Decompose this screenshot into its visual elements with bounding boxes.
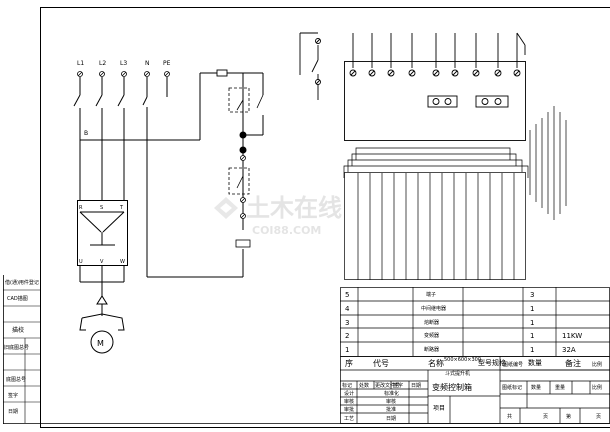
- title-drawing-title: 变频控制箱: [432, 382, 472, 392]
- bom-seq-1: 1: [345, 346, 349, 354]
- sign-label-approve: 审批: [344, 406, 354, 413]
- title-top-right-a: 图纸编号: [503, 361, 523, 368]
- control-contacts: [228, 87, 264, 248]
- watermark-cn: 土木在线: [246, 194, 342, 222]
- terminal-pe: PE: [163, 60, 171, 67]
- strip-label-check: 描校: [12, 326, 24, 334]
- bom-header: 序 代号 名称 型号规格 数量 备注: [345, 358, 581, 368]
- motor-symbol: [79, 282, 125, 354]
- bom-qty-3: 1: [530, 319, 534, 327]
- sign-right-standard: 标准化: [384, 390, 399, 397]
- strip-label-register: 借(通)用件登记: [5, 279, 39, 286]
- sign-right-approve: 批准: [386, 406, 396, 413]
- bom-seq-5: 5: [345, 291, 349, 299]
- change-col-count: 处数: [359, 382, 369, 389]
- bom-rows: 5 端子 3 4 中间继电器 1 3 熔断器 1 2 变频器 1 11KW 1 …: [345, 291, 582, 354]
- bom-header-qty: 数量: [528, 358, 542, 367]
- bom-qty-1: 1: [530, 346, 534, 354]
- power-terminals: L1 L2 L3 N PE: [77, 60, 171, 77]
- bom-note-2: 11KW: [562, 332, 582, 340]
- title-block-text: 500×600×300 斗式提升机 变频控制箱 项目 图纸编号 比例 图纸标记 …: [342, 357, 602, 422]
- title-sheet-count-3: 页: [596, 414, 601, 420]
- sign-right-date: 日期: [386, 416, 396, 422]
- title-sheet-info-1: 数量: [531, 384, 541, 391]
- vfd-u: U: [79, 259, 83, 265]
- bom-name-3: 熔断器: [424, 319, 439, 326]
- left-binding-strip: [3, 289, 40, 423]
- title-project: 斗式提升机: [445, 370, 470, 377]
- title-dimensions: 500×600×300: [444, 357, 481, 363]
- top-right-switch: [299, 32, 321, 100]
- title-sheet-count-1: 页: [543, 414, 548, 420]
- terminal-block-stack: [343, 106, 567, 280]
- strip-label-date: 日期: [8, 409, 18, 415]
- terminal-n: N: [145, 60, 150, 67]
- bom-header-code: 代号: [373, 358, 389, 368]
- fuse-symbol: [216, 69, 228, 77]
- bom-seq-2: 2: [345, 332, 349, 340]
- watermark-en: COI88.COM: [252, 224, 321, 237]
- strip-label-sign: 签字: [8, 392, 18, 399]
- title-sheet-info-2: 重量: [555, 384, 565, 391]
- sign-right-check: 审核: [386, 398, 396, 405]
- change-col-date: 日期: [411, 383, 421, 389]
- strip-label-old-no: 旧底图总号: [4, 344, 29, 351]
- vfd-labels: R S T U V W: [79, 205, 125, 265]
- bom-qty-4: 1: [530, 305, 534, 313]
- bom-name-1: 断路器: [424, 346, 439, 353]
- sign-label-check: 审核: [344, 398, 354, 405]
- change-col-mark: 标记: [342, 382, 352, 389]
- bom-qty-5: 3: [530, 291, 534, 299]
- change-col-file: 更改文件号: [375, 382, 400, 389]
- bom-qty-2: 1: [530, 332, 534, 340]
- title-sheet-info-3: 比例: [592, 384, 602, 391]
- terminal-l3: L3: [120, 60, 127, 67]
- bom-name-5: 端子: [426, 291, 436, 298]
- junction-dot-upper: [239, 131, 247, 139]
- vfd-s: S: [100, 205, 103, 211]
- main-circuit-wiring: [73, 72, 264, 278]
- bom-header-note: 备注: [565, 358, 581, 368]
- strip-label-base-no: 底图总号: [6, 376, 26, 383]
- strip-label-cad: CAD描图: [7, 295, 28, 302]
- change-col-sign: 签字: [393, 382, 403, 389]
- title-sheet-count-2: 第: [566, 413, 571, 420]
- watermark: 土木在线 COI88.COM: [214, 194, 342, 237]
- bus-label: B: [84, 130, 88, 137]
- bom-header-name: 名称: [428, 358, 444, 368]
- vfd-block: [77, 200, 128, 283]
- title-top-right-b: 比例: [592, 361, 602, 368]
- left-strip-labels: 借(通)用件登记 CAD描图 描校 旧底图总号 底图总号 签字 日期: [4, 279, 39, 415]
- terminal-l1: L1: [77, 60, 84, 67]
- bom-name-4: 中间继电器: [421, 305, 446, 312]
- bom-name-2: 变频器: [424, 332, 439, 339]
- title-project-label: 项目: [433, 405, 445, 412]
- vfd-v: V: [100, 259, 104, 265]
- vfd-t: T: [119, 205, 124, 211]
- terminal-l2: L2: [99, 60, 106, 67]
- bom-header-model: 型号规格: [478, 358, 506, 367]
- junction-dot-lower: [239, 146, 247, 154]
- vfd-w: W: [120, 259, 125, 265]
- vfd-r: R: [79, 205, 83, 211]
- bom-note-1: 32A: [562, 346, 576, 354]
- bom-seq-4: 4: [345, 305, 350, 313]
- bom-seq-3: 3: [345, 319, 349, 327]
- title-sheet-info-0: 图纸标记: [502, 384, 522, 391]
- title-sheet-count-0: 共: [507, 413, 512, 420]
- motor-label: M: [97, 339, 104, 348]
- terminal-strip-box: [344, 32, 526, 141]
- sign-label-design: 设计: [344, 390, 354, 397]
- sign-label-process: 工艺: [344, 416, 354, 422]
- bom-header-seq: 序: [345, 358, 353, 368]
